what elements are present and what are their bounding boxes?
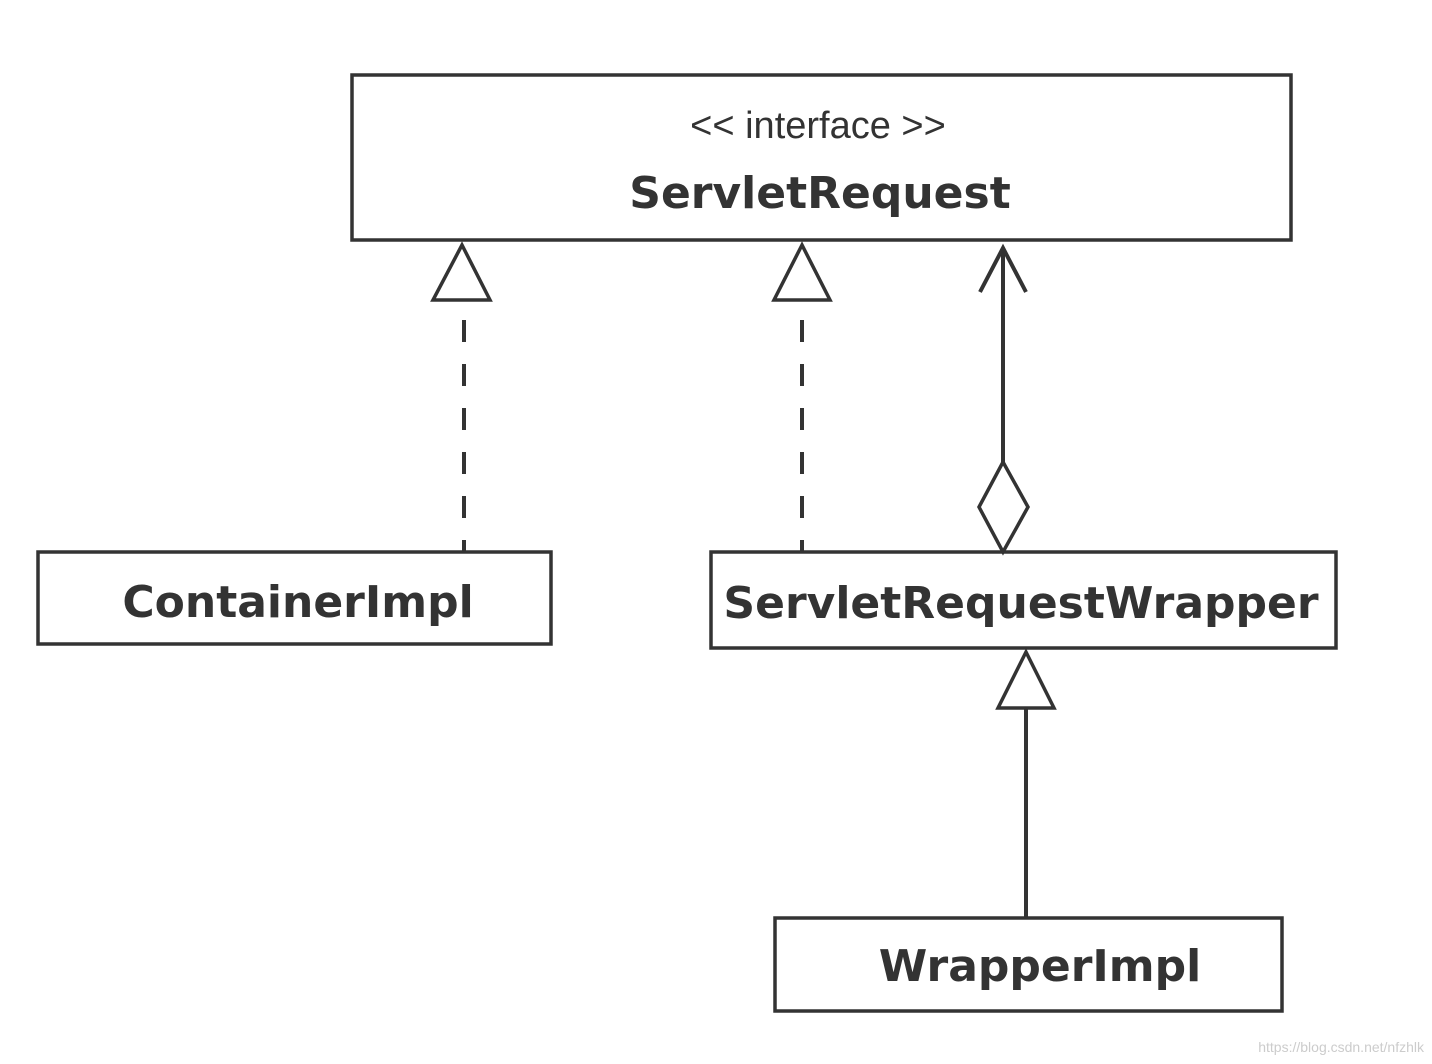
hollow-diamond (977, 458, 1031, 556)
class-servlet-request-wrapper: ServletRequestWrapper (709, 550, 1338, 650)
class-box (709, 550, 1338, 650)
hollow-triangle-arrowhead (771, 241, 833, 302)
stereotype-label: << interface >> (690, 105, 946, 147)
class-name: ServletRequest (629, 168, 1010, 219)
hollow-triangle-arrowhead (995, 648, 1057, 710)
class-box (350, 73, 1293, 242)
class-name: ContainerImpl (122, 577, 473, 628)
class-wrapper-impl: WrapperImpl (773, 916, 1284, 1013)
generalization-wrapper-impl (995, 648, 1057, 918)
watermark: https://blog.csdn.net/nfzhlk (1258, 1039, 1425, 1055)
class-box (36, 550, 553, 646)
class-container-impl: ContainerImpl (36, 550, 553, 646)
class-name: ServletRequestWrapper (723, 578, 1318, 629)
open-arrowhead (978, 243, 1028, 293)
realization-servlet-request-wrapper (771, 241, 833, 552)
realization-container-impl (430, 241, 493, 552)
class-box (773, 916, 1284, 1013)
class-name: WrapperImpl (879, 941, 1201, 992)
aggregation-servlet-request-wrapper (977, 243, 1031, 556)
hollow-triangle-arrowhead (430, 241, 493, 302)
class-servlet-request: << interface >> ServletRequest (350, 73, 1293, 242)
